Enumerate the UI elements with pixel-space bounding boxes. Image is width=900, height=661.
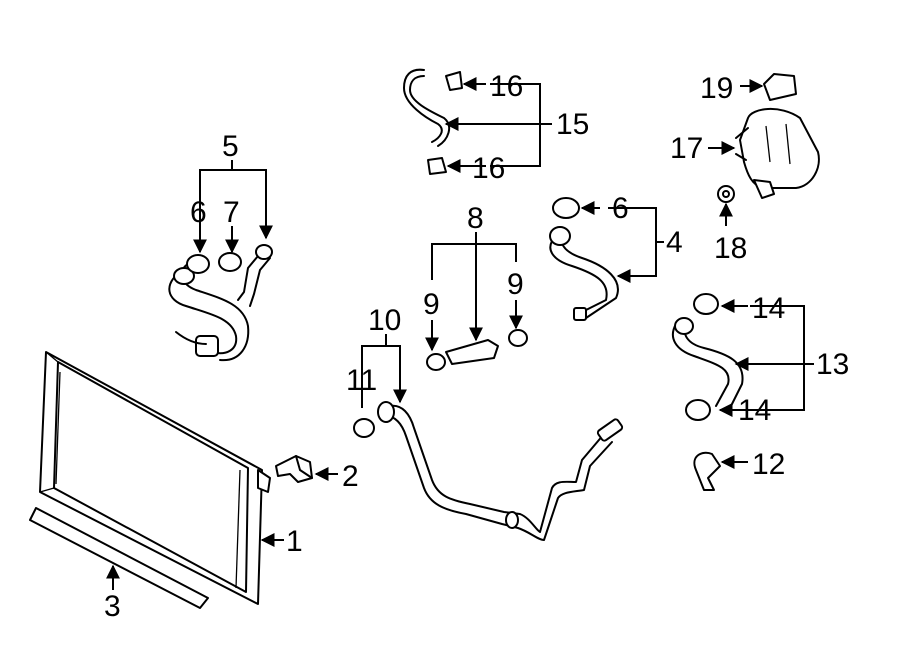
- callout-2: 2: [342, 460, 359, 493]
- callout-5: 5: [222, 130, 239, 163]
- upper-hose-part: [168, 244, 273, 362]
- hose-part-4: [549, 197, 619, 321]
- callout-8: 8: [467, 202, 484, 235]
- callout-10: 10: [368, 304, 401, 337]
- callout-9b: 9: [507, 268, 524, 301]
- callout-14a: 14: [752, 292, 785, 325]
- leader-lines: [106, 77, 814, 590]
- seal-strip-part: [29, 507, 209, 609]
- small-hose-part-8: [426, 329, 528, 371]
- callout-14b: 14: [738, 394, 771, 427]
- callout-9a: 9: [423, 288, 440, 321]
- callout-16a: 16: [490, 70, 523, 103]
- callout-15: 15: [556, 108, 589, 141]
- callout-3: 3: [104, 590, 121, 623]
- callout-19: 19: [700, 72, 733, 105]
- callout-1: 1: [286, 525, 303, 558]
- callout-labels: 1 2 3 4 5 6 6 7 8 9 9 10 11 12 13 14 14 …: [104, 70, 849, 623]
- clip-part: [693, 451, 721, 491]
- expansion-tank-part: [717, 73, 820, 203]
- long-hose-part: [353, 401, 624, 541]
- callout-18: 18: [714, 232, 747, 265]
- callout-13: 13: [816, 348, 849, 381]
- callout-16b: 16: [472, 152, 505, 185]
- callout-12: 12: [752, 448, 785, 481]
- breather-hose-part: [403, 68, 463, 175]
- callout-17: 17: [670, 132, 703, 165]
- hose-part-13: [671, 293, 744, 421]
- callout-7: 7: [223, 196, 240, 229]
- callout-11: 11: [346, 364, 377, 397]
- callout-6a: 6: [190, 196, 207, 229]
- callout-4: 4: [666, 226, 683, 259]
- callout-6b: 6: [612, 192, 629, 225]
- bracket-part: [275, 455, 313, 483]
- radiator-part: [39, 351, 271, 605]
